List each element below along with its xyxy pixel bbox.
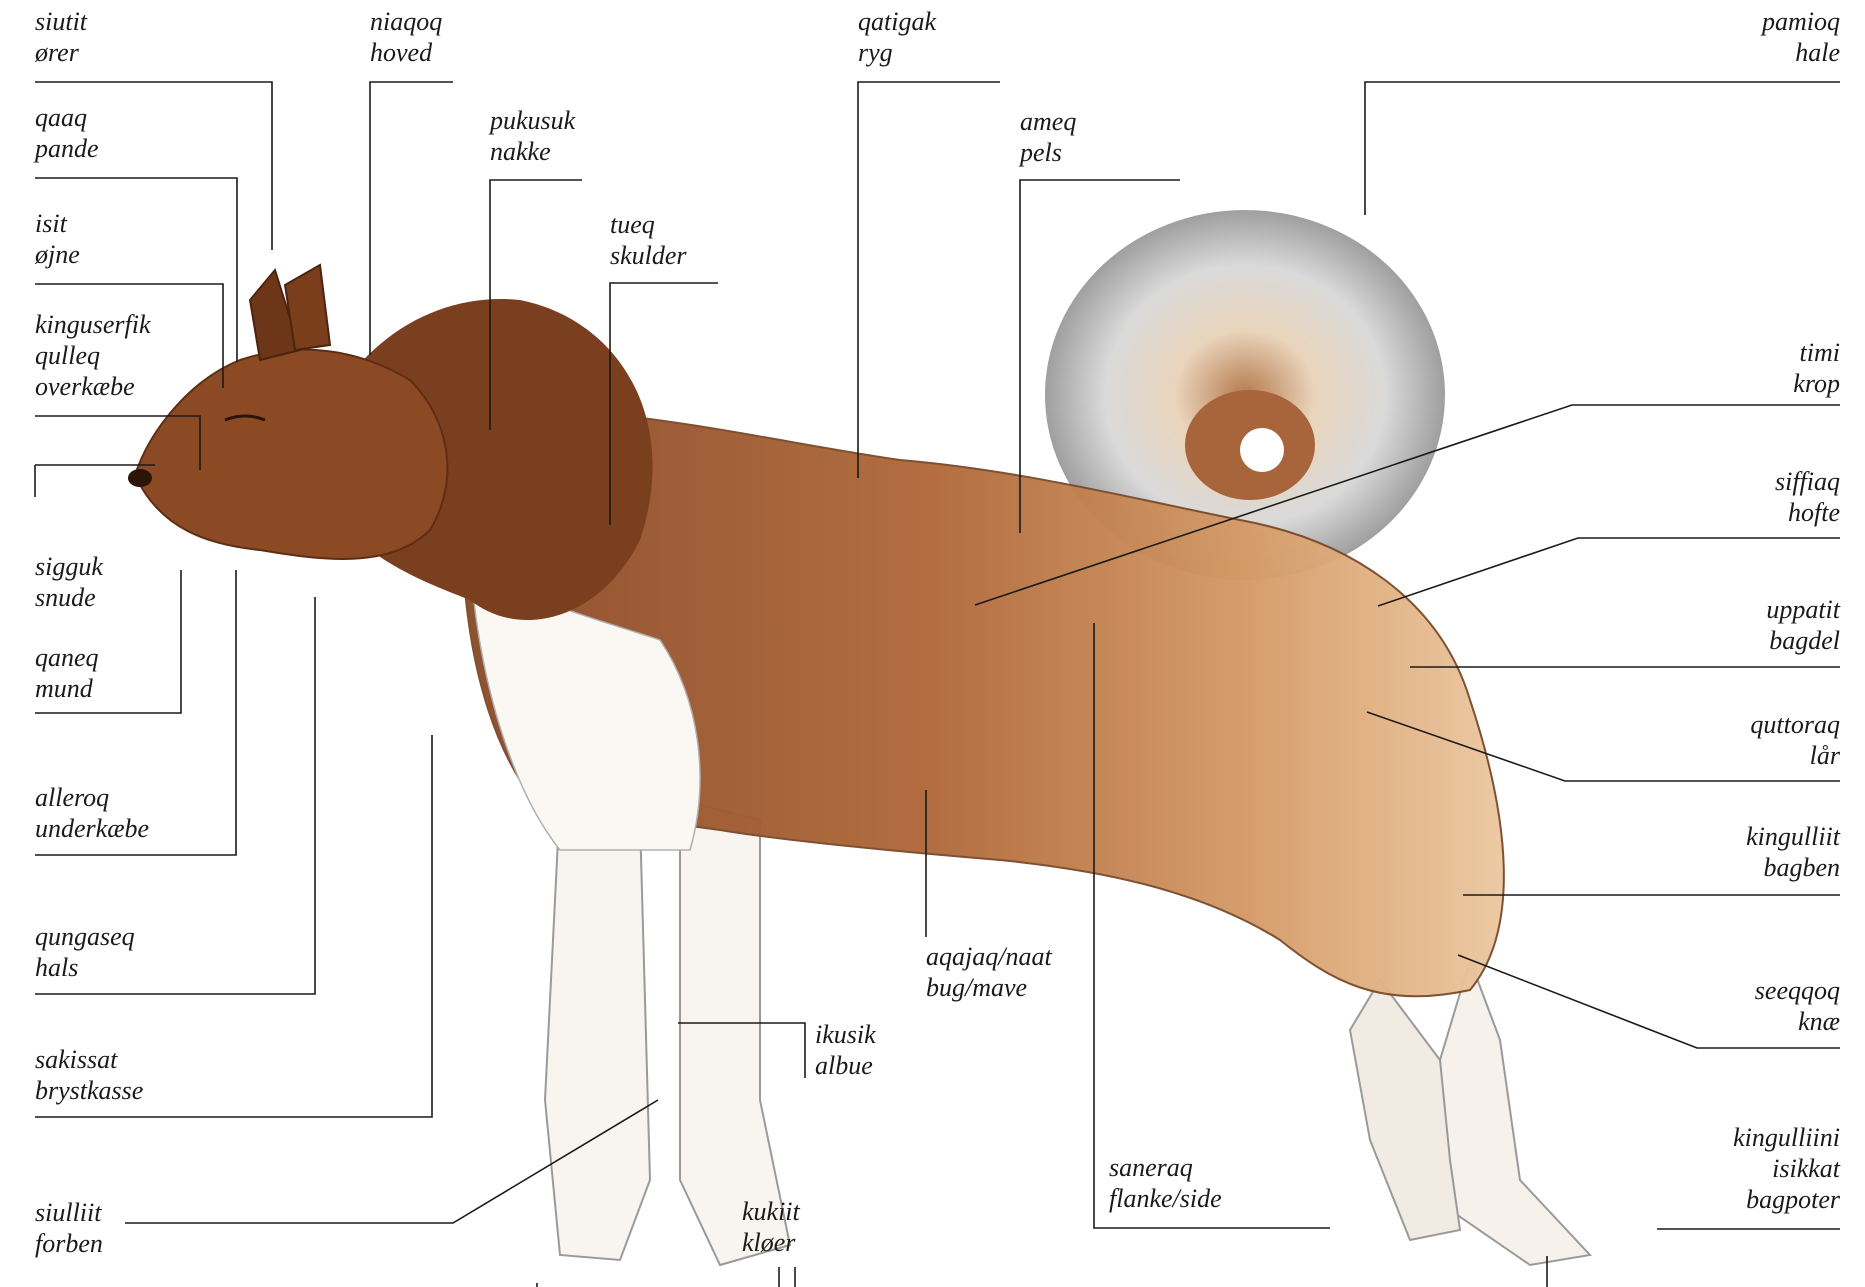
leader-saneraq — [1094, 623, 1330, 1228]
leader-kinguserfik — [35, 416, 200, 470]
leader-tueq — [610, 283, 718, 525]
leader-timi — [975, 405, 1840, 605]
leader-ameq — [1020, 180, 1180, 533]
leader-pamioq — [1365, 82, 1840, 215]
leader-pukusuk — [490, 180, 582, 430]
leader-ikusik — [678, 1023, 805, 1078]
leader-niaqoq — [370, 82, 453, 355]
leader-siulliit — [125, 1100, 658, 1223]
leader-qatigak — [858, 82, 1000, 478]
